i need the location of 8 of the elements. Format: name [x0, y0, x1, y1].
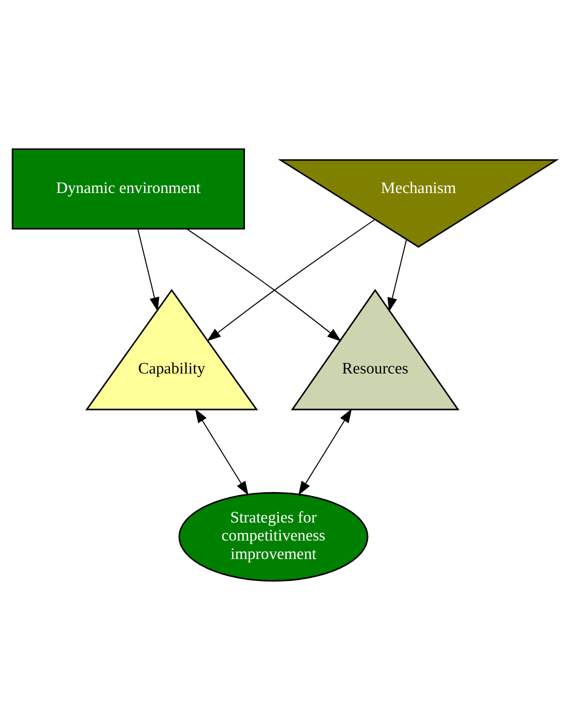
arrow [186, 228, 342, 342]
arrow [206, 218, 376, 341]
arrow [195, 408, 248, 495]
arrow [387, 239, 407, 312]
arrow [137, 228, 160, 311]
node-box: Dynamic environment [12, 148, 245, 229]
arrow [298, 408, 352, 495]
node-ellipse: Strategies for competitiveness improvement [178, 492, 368, 582]
